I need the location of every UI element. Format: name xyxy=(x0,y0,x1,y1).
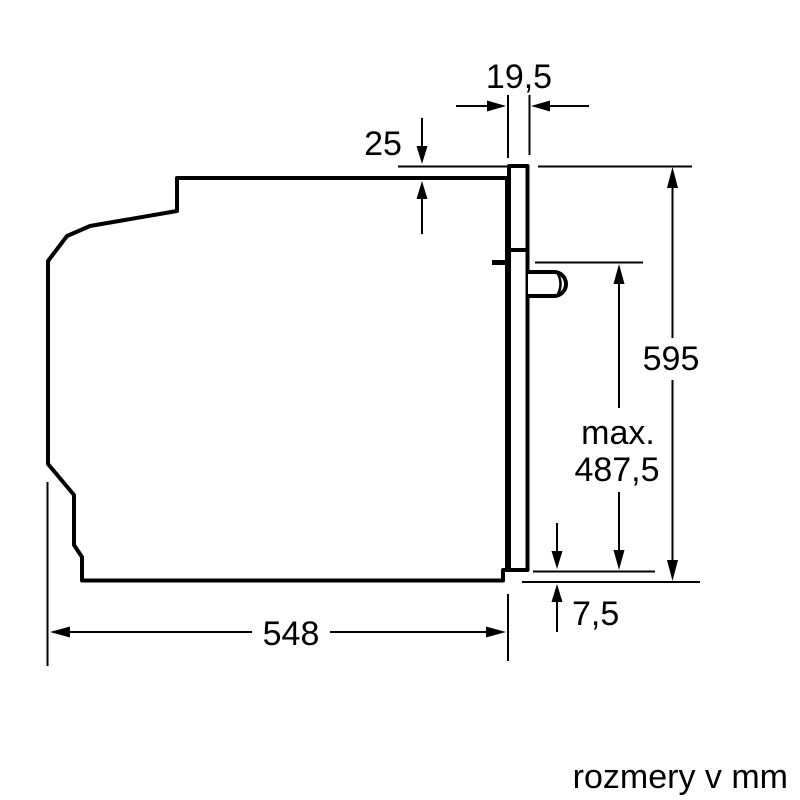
arrowhead-up-icon xyxy=(416,181,428,199)
dimension-label-487-5: 487,5 xyxy=(574,451,659,489)
dimension-595: 595 xyxy=(522,165,700,583)
dimension-label-25: 25 xyxy=(364,125,402,163)
arrowhead-down-icon xyxy=(416,146,428,164)
dimension-label-548: 548 xyxy=(263,615,320,653)
door-handle-cap-line xyxy=(556,273,562,295)
oven-body-outline xyxy=(46,176,509,583)
arrowhead-down-icon xyxy=(667,560,678,581)
dimension-label-7-5: 7,5 xyxy=(572,595,619,633)
dimension-19-5: 19,5 xyxy=(456,58,589,158)
dimension-label-19-5: 19,5 xyxy=(486,58,552,96)
dimension-label-595: 595 xyxy=(643,340,700,378)
dimension-25: 25 xyxy=(364,118,507,234)
dimension-max-487-5: max. 487,5 xyxy=(533,261,660,573)
dimension-548: 548 xyxy=(46,482,509,666)
arrowhead-left-icon xyxy=(531,100,550,112)
oven-outline-group xyxy=(46,164,568,583)
door-handle xyxy=(528,270,568,298)
arrowhead-right-icon xyxy=(487,100,506,112)
arrowhead-up-icon xyxy=(551,584,563,602)
arrowhead-down-icon xyxy=(551,551,563,569)
oven-door-panel xyxy=(507,164,530,572)
arrowhead-down-icon xyxy=(613,550,625,570)
units-note: rozmery v mm xyxy=(573,758,788,796)
dimension-label-max: max. xyxy=(581,414,655,452)
arrowhead-up-icon xyxy=(613,264,625,284)
arrowhead-up-icon xyxy=(667,167,678,188)
dimension-7-5: 7,5 xyxy=(551,523,619,633)
arrowhead-right-icon xyxy=(486,626,506,638)
arrowhead-left-icon xyxy=(50,626,70,638)
